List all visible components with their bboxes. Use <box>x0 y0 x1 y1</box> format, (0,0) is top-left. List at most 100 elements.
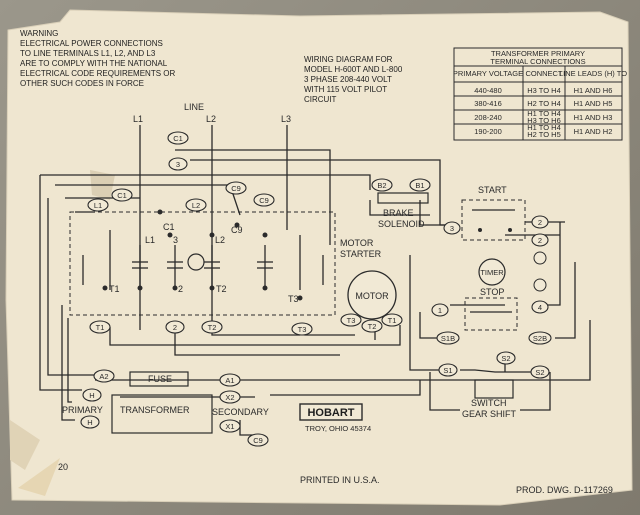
title-line: MODEL H-600T AND L-800 <box>304 65 403 74</box>
terminal-label: 3 <box>173 235 178 245</box>
tag-t3: T3 <box>347 316 356 325</box>
table-heading: TRANSFORMER PRIMARY <box>491 49 585 58</box>
transformer-icon <box>111 394 213 434</box>
coil-icon <box>187 253 205 271</box>
terminal-numbers: T1 2 T2 T3 C1 3 L2 C9 L1 <box>102 209 303 304</box>
table-cell: H1 AND H2 <box>574 127 613 136</box>
l1-label: L1 <box>133 114 143 124</box>
motor-starter-label: MOTOR <box>340 238 374 248</box>
tag-t2: T2 <box>368 322 377 331</box>
terminal-label: L2 <box>215 235 225 245</box>
line-label: LINE <box>184 102 204 112</box>
warning-line: ELECTRICAL POWER CONNECTIONS <box>20 39 163 48</box>
l3-label: L3 <box>281 114 291 124</box>
tag-s1: S1 <box>443 366 452 375</box>
tag-s1b: S1B <box>441 334 455 343</box>
warning-line: WARNING <box>20 29 58 38</box>
title-line: 3 PHASE 208-440 VOLT <box>304 75 392 84</box>
table-cell: H1 AND H3 <box>574 113 613 122</box>
fuse-label: FUSE <box>148 374 172 384</box>
warning-line: TO LINE TERMINALS L1, L2, AND L3 <box>20 49 156 58</box>
tag-t1: T1 <box>96 323 105 332</box>
title-line: WIRING DIAGRAM FOR <box>304 55 393 64</box>
timer-icon <box>478 258 506 286</box>
terminal-label: T1 <box>109 284 120 294</box>
table-cell: H2 TO H5 <box>527 130 561 139</box>
tag-b2: B2 <box>377 181 386 190</box>
terminal-label: C9 <box>231 225 243 235</box>
tag-a2: A2 <box>99 372 108 381</box>
l2-label: L2 <box>206 114 216 124</box>
brake-label: BRAKE <box>383 208 414 218</box>
table-cell: H3 TO H6 <box>527 116 561 125</box>
tag-3: 3 <box>450 224 454 233</box>
table-col-header: LINE LEADS (H) TO <box>559 69 627 78</box>
tag-t2: T2 <box>208 323 217 332</box>
brake-solenoid-icon <box>377 192 429 204</box>
tag-x2: X2 <box>225 393 234 402</box>
start-button-box <box>461 199 526 241</box>
table-cell: H1 TO H4 <box>527 123 561 132</box>
warning-note: WARNING ELECTRICAL POWER CONNECTIONS TO … <box>20 29 176 88</box>
terminal-label: L1 <box>145 235 155 245</box>
table-col-header: CONNECT <box>525 69 563 78</box>
primary-label: PRIMARY <box>62 405 103 415</box>
table-col-header: PRIMARY VOLTAGE <box>453 69 523 78</box>
tag-t1: T1 <box>388 316 397 325</box>
table-cell: H1 AND H5 <box>574 99 613 108</box>
tag-s2: S2 <box>501 354 510 363</box>
solenoid-label: SOLENOID <box>378 219 425 229</box>
tag-c9: C9 <box>231 184 241 193</box>
motor-starter-label: STARTER <box>340 249 382 259</box>
tag-1: 1 <box>438 306 442 315</box>
tag-4: 4 <box>538 303 542 312</box>
timer-terminal-icon <box>533 251 547 265</box>
title-line: CIRCUIT <box>304 95 337 104</box>
table-cell: 190-200 <box>474 127 502 136</box>
tag-a1: A1 <box>225 376 234 385</box>
tag-s2b: S2B <box>533 334 547 343</box>
table-cell: H3 TO H4 <box>527 86 561 95</box>
secondary-label: SECONDARY <box>212 407 269 417</box>
tag-l2: L2 <box>192 201 200 210</box>
motor-icon <box>347 270 397 320</box>
transformer-table: TRANSFORMER PRIMARY TERMINAL CONNECTIONS… <box>453 47 627 141</box>
terminal-label: T3 <box>288 294 299 304</box>
starter-contacts <box>82 230 324 290</box>
table-cell: 440-480 <box>474 86 502 95</box>
tag-2: 2 <box>538 236 542 245</box>
diagram-title: WIRING DIAGRAM FOR MODEL H-600T AND L-80… <box>304 55 403 104</box>
printed-label: PRINTED IN U.S.A. <box>300 475 380 485</box>
drawing-number: PROD. DWG. D-117269 <box>516 485 613 495</box>
tag-l1: L1 <box>94 201 102 210</box>
fuse-icon <box>129 371 189 387</box>
terminal-label: T2 <box>216 284 227 294</box>
warning-line: ELECTRICAL CODE REQUIREMENTS OR <box>20 69 176 78</box>
warning-line: ARE TO COMPLY WITH THE NATIONAL <box>20 59 168 68</box>
tag-2: 2 <box>538 218 542 227</box>
tag-h: H <box>89 391 94 400</box>
table-cell: 208-240 <box>474 113 502 122</box>
stop-label: STOP <box>480 287 504 297</box>
tag-2: 2 <box>173 323 177 332</box>
transformer-label: TRANSFORMER <box>120 405 190 415</box>
tag-b1: B1 <box>415 181 424 190</box>
timer-label: TIMER <box>480 268 504 277</box>
start-label: START <box>478 185 507 195</box>
table-heading: TERMINAL CONNECTIONS <box>490 57 585 66</box>
tag-c1: C1 <box>173 134 183 143</box>
tag-x1: X1 <box>225 422 234 431</box>
table-cell: 380-416 <box>474 99 502 108</box>
motor-starter-box <box>69 211 336 316</box>
switch-label: SWITCH <box>471 398 507 408</box>
corner-number: 20 <box>58 462 68 472</box>
tag-c1: C1 <box>117 191 127 200</box>
paper-tear <box>18 458 60 496</box>
terminal-label: C1 <box>163 222 175 232</box>
table-cell: H1 TO H4 <box>527 109 561 118</box>
tag-t3: T3 <box>298 325 307 334</box>
tag-3: 3 <box>176 160 180 169</box>
gear-shift-switch-icon <box>474 379 514 399</box>
table-cell: H1 AND H6 <box>574 86 613 95</box>
